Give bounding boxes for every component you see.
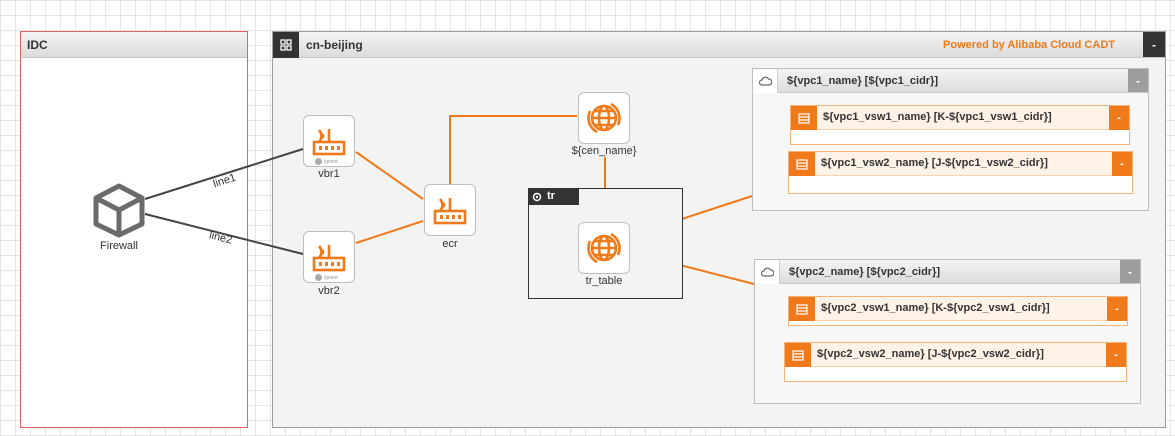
region-header: cn-beijing Powered by Alibaba Cloud CADT… <box>273 32 1165 58</box>
vpc1-vsw1-collapse-button[interactable]: - <box>1109 106 1129 130</box>
globe-icon <box>587 102 621 134</box>
vpc1-vsw2: ${vpc1_vsw2_name} [J-${vpc1_vsw2_cidr}] … <box>788 151 1133 194</box>
vpc2-vsw2-title: ${vpc2_vsw2_name} [J-${vpc2_vsw2_cidr}] <box>817 348 1044 360</box>
vpc2-group: ${vpc2_name} [${vpc2_cidr}] - <box>754 259 1141 404</box>
vpc2-collapse-button[interactable]: - <box>1120 260 1140 283</box>
router-icon <box>312 129 346 156</box>
grid-icon <box>273 32 299 58</box>
vpc1-vsw2-header: ${vpc1_vsw2_name} [J-${vpc1_vsw2_cidr}] … <box>789 152 1132 176</box>
vpc2-vsw1-title: ${vpc2_vsw1_name} [K-${vpc2_vsw1_cidr}] <box>821 302 1050 314</box>
ignore-badge-text: ignore <box>324 275 338 281</box>
vpc1-vsw1-header: ${vpc1_vsw1_name} [K-${vpc1_vsw1_cidr}] … <box>791 106 1129 130</box>
vpc1-vsw1-title: ${vpc1_vsw1_name} [K-${vpc1_vsw1_cidr}] <box>823 111 1052 123</box>
cloud-icon <box>755 260 780 284</box>
tr-table-label: tr_table <box>585 275 623 287</box>
vbr2-node[interactable]: ignore <box>303 231 355 283</box>
edge-firewall-vbr2 <box>144 213 304 255</box>
vpc1-vsw1: ${vpc1_vsw1_name} [K-${vpc1_vsw1_cidr}] … <box>790 105 1130 145</box>
tr-header: tr <box>529 189 579 205</box>
vpc2-vsw2-collapse-button[interactable]: - <box>1106 343 1126 367</box>
tr-table-node[interactable] <box>578 222 630 274</box>
region-collapse-button[interactable]: - <box>1143 32 1165 57</box>
cen-node[interactable] <box>578 92 630 144</box>
firewall-icon[interactable] <box>92 182 146 238</box>
ecr-label: ecr <box>442 238 458 250</box>
edge-ecr-cen <box>449 115 577 184</box>
vpc2-vsw2: ${vpc2_vsw2_name} [J-${vpc2_vsw2_cidr}] … <box>784 342 1127 382</box>
edge-vbr1-ecr <box>355 151 424 200</box>
ignore-badge-icon <box>315 158 322 165</box>
vpc1-title: ${vpc1_name} [${vpc1_cidr}] <box>787 75 939 87</box>
vbr2-label: vbr2 <box>318 285 340 297</box>
vpc2-vsw2-header: ${vpc2_vsw2_name} [J-${vpc2_vsw2_cidr}] … <box>785 343 1126 367</box>
router-icon <box>312 245 346 272</box>
cen-label: ${cen_name} <box>571 145 637 157</box>
vswitch-icon <box>789 152 815 176</box>
vbr1-node[interactable]: ignore <box>303 115 355 167</box>
vpc2-vsw1-collapse-button[interactable]: - <box>1107 297 1127 321</box>
vpc1-header: ${vpc1_name} [${vpc1_cidr}] - <box>753 69 1148 93</box>
vbr1-label: vbr1 <box>318 168 340 180</box>
vpc1-collapse-button[interactable]: - <box>1128 69 1148 92</box>
edge-firewall-vbr1 <box>144 148 304 200</box>
ignore-badge-icon <box>315 274 322 281</box>
tr-gear-icon <box>532 192 542 202</box>
idc-header: IDC <box>21 32 247 58</box>
idc-title: IDC <box>27 38 48 52</box>
ignore-badge-text: ignore <box>324 159 338 165</box>
vswitch-icon <box>789 297 815 321</box>
tr-title: tr <box>547 190 555 202</box>
powered-by-text: Powered by Alibaba Cloud CADT <box>943 39 1115 51</box>
vpc2-title: ${vpc2_name} [${vpc2_cidr}] <box>789 266 941 278</box>
router-icon <box>433 198 467 225</box>
vpc2-vsw1: ${vpc2_vsw1_name} [K-${vpc2_vsw1_cidr}] … <box>788 296 1128 326</box>
vpc1-vsw2-collapse-button[interactable]: - <box>1112 152 1132 176</box>
vpc1-vsw2-title: ${vpc1_vsw2_name} [J-${vpc1_vsw2_cidr}] <box>821 157 1048 169</box>
region-title: cn-beijing <box>306 38 363 52</box>
vswitch-icon <box>791 106 817 130</box>
firewall-label: Firewall <box>100 240 138 252</box>
ecr-node[interactable] <box>424 184 476 236</box>
vpc2-vsw1-header: ${vpc2_vsw1_name} [K-${vpc2_vsw1_cidr}] … <box>789 297 1127 321</box>
globe-icon <box>587 232 621 264</box>
vswitch-icon <box>785 343 811 367</box>
cloud-icon <box>753 69 778 93</box>
vpc2-header: ${vpc2_name} [${vpc2_cidr}] - <box>755 260 1140 284</box>
edge-vbr2-ecr <box>355 220 424 244</box>
